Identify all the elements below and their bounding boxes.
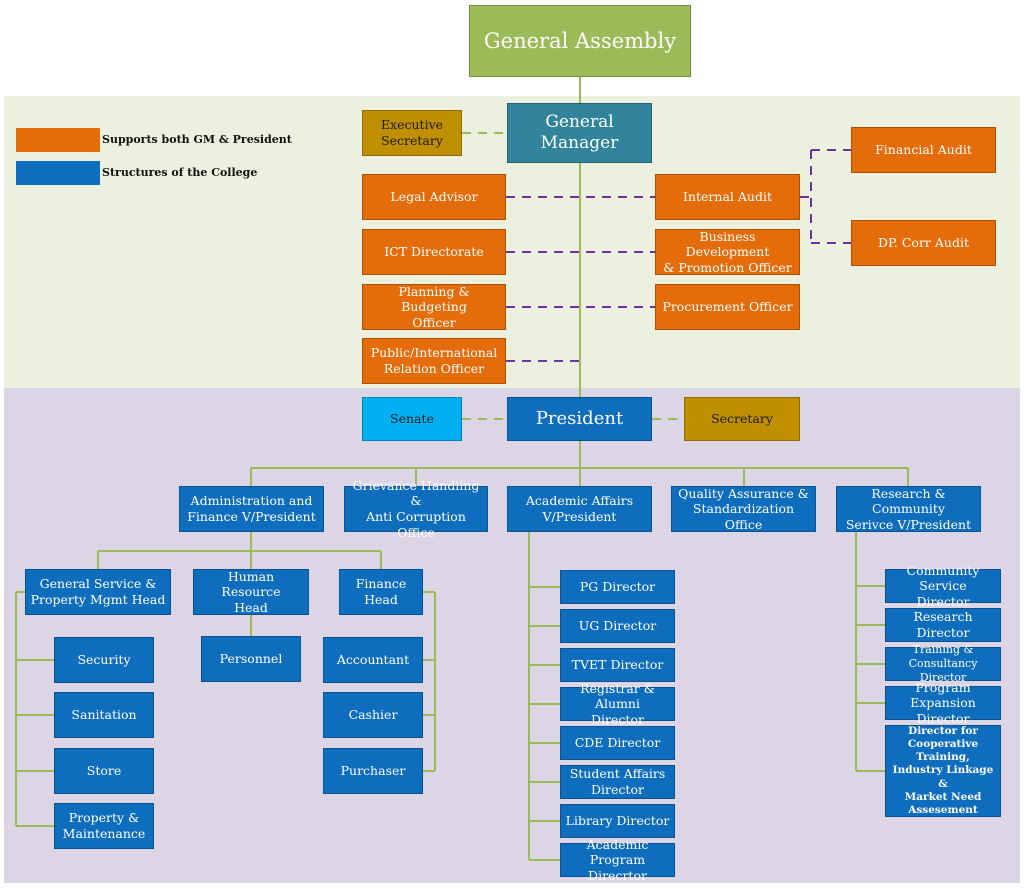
dp-corr-audit-box[interactable]: DP. Corr Audit [851,220,996,266]
general-service-head-label: General Service & Property Mgmt Head [30,576,166,607]
library-director-label: Library Director [565,813,670,829]
student-affairs-director-box[interactable]: Student Affairs Director [560,765,675,799]
purchaser-label: Purchaser [340,763,406,779]
ug-director-box[interactable]: UG Director [560,609,675,643]
quality-assurance-box[interactable]: Quality Assurance & Standardization Offi… [671,486,816,532]
academic-affairs-vp-box[interactable]: Academic Affairs V/President [507,486,652,532]
cashier-label: Cashier [348,707,398,723]
sanitation-box[interactable]: Sanitation [54,692,154,738]
internal-audit-label: Internal Audit [683,189,772,205]
business-development-label: Business Development & Promotion Officer [663,228,792,275]
grievance-office-box[interactable]: Grievance Handling & Anti Corruption Off… [344,478,488,540]
admin-finance-vp-label: Administration and Finance V/President [187,493,316,524]
legend-swatch-orange [16,128,100,152]
training-consultancy-director-label: Training & Consultancy Director [908,643,978,684]
ict-directorate-box[interactable]: ICT Directorate [362,229,506,275]
library-director-box[interactable]: Library Director [560,804,675,838]
human-resource-head-box[interactable]: Human Resource Head [193,569,309,615]
public-relation-box[interactable]: Public/International Relation Officer [362,338,506,384]
sanitation-label: Sanitation [71,707,137,723]
general-assembly-label: General Assembly [483,28,677,53]
legend-label-structures: Structures of the College [102,166,258,179]
grievance-office-label: Grievance Handling & Anti Corruption Off… [352,477,480,540]
college-structure-band [4,388,1020,883]
security-label: Security [77,652,131,668]
program-expansion-director-label: Program Expansion Director [910,679,976,726]
personnel-box[interactable]: Personnel [201,636,301,682]
accountant-box[interactable]: Accountant [323,637,423,683]
tvet-director-label: TVET Director [571,657,664,673]
ug-director-label: UG Director [578,618,657,634]
pg-director-label: PG Director [579,579,656,595]
general-manager-label: General Manager [540,111,619,153]
program-expansion-director-box[interactable]: Program Expansion Director [885,680,1001,726]
cashier-box[interactable]: Cashier [323,692,423,738]
ict-directorate-label: ICT Directorate [384,244,484,260]
cooperative-training-director-box[interactable]: Director for Cooperative Training, Indus… [885,725,1001,817]
pg-director-box[interactable]: PG Director [560,570,675,604]
cooperative-training-director-label: Director for Cooperative Training, Indus… [892,725,994,816]
legend-label-support: Supports both GM & President [102,133,292,146]
business-development-box[interactable]: Business Development & Promotion Officer [655,229,800,275]
training-consultancy-director-box[interactable]: Training & Consultancy Director [885,643,1001,684]
community-service-director-box[interactable]: Community Service Director [885,563,1001,609]
registrar-alumni-director-label: Registrar & Alumni Director [580,680,655,727]
general-manager-box[interactable]: General Manager [507,103,652,163]
quality-assurance-label: Quality Assurance & Standardization Offi… [678,485,809,532]
secretary-label: Secretary [711,411,773,427]
research-director-box[interactable]: Research Director [885,608,1001,642]
finance-head-box[interactable]: Finance Head [339,569,423,615]
tvet-director-box[interactable]: TVET Director [560,648,675,682]
accountant-label: Accountant [336,652,410,668]
store-box[interactable]: Store [54,748,154,794]
legal-advisor-box[interactable]: Legal Advisor [362,174,506,220]
president-box[interactable]: President [507,397,652,441]
senate-label: Senate [390,411,434,427]
financial-audit-box[interactable]: Financial Audit [851,127,996,173]
procurement-officer-label: Procurement Officer [662,299,793,315]
security-box[interactable]: Security [54,637,154,683]
research-director-label: Research Director [913,609,973,640]
academic-affairs-vp-label: Academic Affairs V/President [525,493,634,524]
executive-secretary-label: Executive Secretary [380,117,444,148]
secretary-box[interactable]: Secretary [684,397,800,441]
admin-finance-vp-box[interactable]: Administration and Finance V/President [179,486,324,532]
personnel-label: Personnel [219,651,283,667]
planning-budgeting-label: Planning & Budgeting Officer [398,283,470,330]
cde-director-label: CDE Director [574,735,661,751]
general-service-head-box[interactable]: General Service & Property Mgmt Head [25,569,171,615]
dp-corr-audit-label: DP. Corr Audit [878,235,969,251]
community-service-director-label: Community Service Director [906,562,980,609]
planning-budgeting-box[interactable]: Planning & Budgeting Officer [362,284,506,330]
executive-secretary-box[interactable]: Executive Secretary [362,110,462,156]
registrar-alumni-director-box[interactable]: Registrar & Alumni Director [560,681,675,727]
student-affairs-director-label: Student Affairs Director [569,766,666,797]
academic-program-director-label: Academic Program Direcrtor [586,836,649,883]
property-maintenance-label: Property & Maintenance [62,810,146,841]
cde-director-box[interactable]: CDE Director [560,726,675,760]
legal-advisor-label: Legal Advisor [390,189,478,205]
procurement-officer-box[interactable]: Procurement Officer [655,284,800,330]
finance-head-label: Finance Head [355,576,407,607]
internal-audit-box[interactable]: Internal Audit [655,174,800,220]
store-label: Store [86,763,122,779]
academic-program-director-box[interactable]: Academic Program Direcrtor [560,837,675,883]
property-maintenance-box[interactable]: Property & Maintenance [54,803,154,849]
research-community-vp-label: Research & Community Serivce V/President [845,485,972,532]
general-assembly-box[interactable]: General Assembly [469,5,691,77]
senate-box[interactable]: Senate [362,397,462,441]
legend-swatch-blue [16,161,100,185]
purchaser-box[interactable]: Purchaser [323,748,423,794]
president-label: President [535,407,624,429]
human-resource-head-label: Human Resource Head [221,568,281,615]
financial-audit-label: Financial Audit [875,142,972,158]
research-community-vp-box[interactable]: Research & Community Serivce V/President [836,486,981,532]
public-relation-label: Public/International Relation Officer [370,345,498,376]
